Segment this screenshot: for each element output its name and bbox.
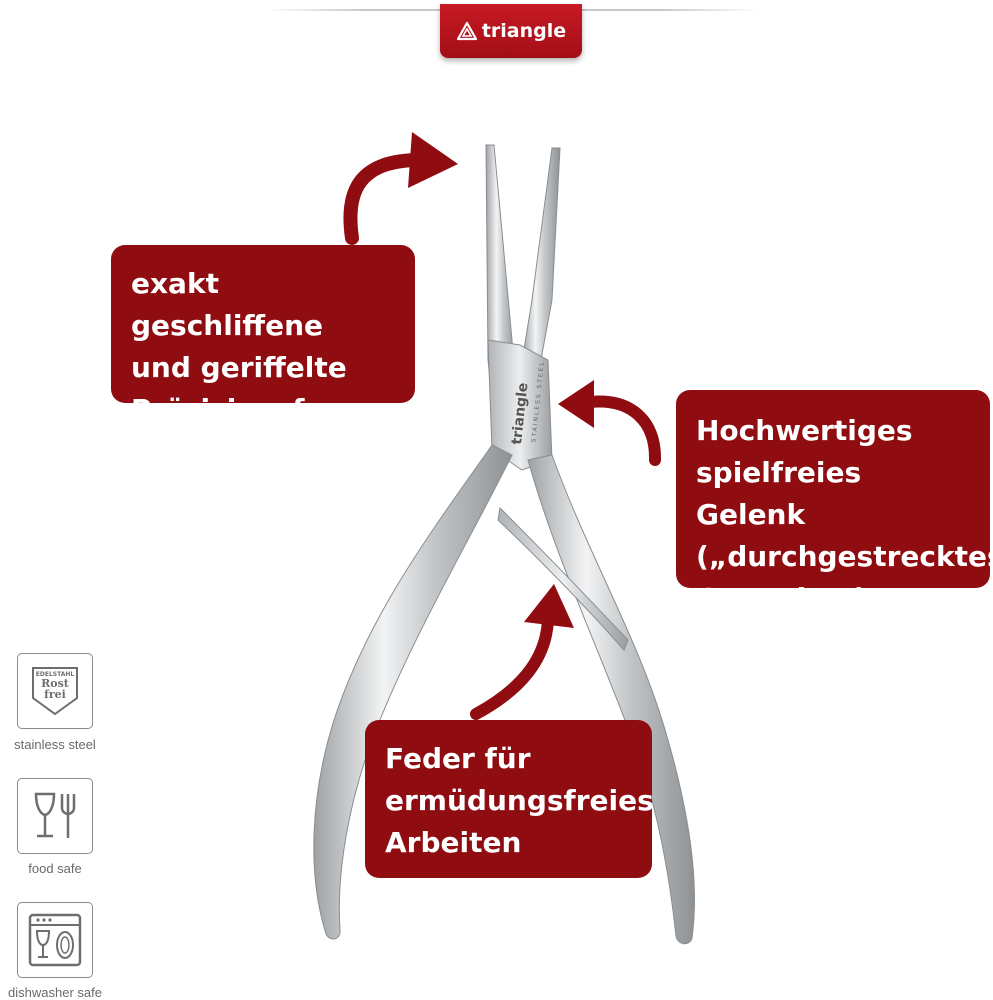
callout-spring: Feder für ermüdungsfreies Arbeiten: [365, 720, 654, 878]
food-safe-badge: [17, 778, 93, 854]
dishwasher-safe-label: dishwasher safe: [8, 985, 102, 1000]
glass-fork-icon: [34, 792, 76, 838]
food-safe-label: food safe: [28, 861, 82, 876]
stainless-steel-badge: EDELSTAHL Rost frei: [17, 653, 93, 729]
rostfrei-shield-icon: EDELSTAHL Rost frei: [32, 667, 78, 716]
brand-logo-tab: triangle: [440, 4, 582, 58]
callout-precision-jaws: exakt geschliffene und geriffelte Präzis…: [111, 245, 415, 426]
dishwasher-safe-badge: [17, 902, 93, 978]
pliers-spring: [497, 506, 629, 651]
triangle-logo-icon: [456, 21, 477, 41]
svg-text:EDELSTAHL: EDELSTAHL: [36, 671, 75, 678]
dishwasher-icon: [28, 913, 82, 967]
left-handle: [313, 444, 513, 940]
callout-joint: Hochwertiges spielfreies Gelenk („durchg…: [676, 390, 993, 615]
right-handle: [527, 454, 695, 945]
svg-text:frei: frei: [44, 688, 66, 701]
brand-name: triangle: [481, 20, 567, 42]
pliers-engraving-brand: triangle: [509, 382, 531, 445]
svg-text:Rost: Rost: [41, 677, 70, 690]
stainless-steel-label: stainless steel: [14, 737, 96, 752]
